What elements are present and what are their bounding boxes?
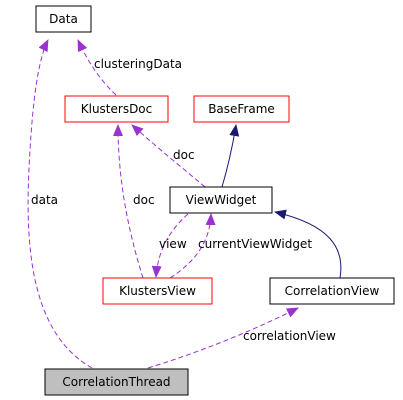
edge-viewwidget-klustersdoc: [131, 124, 206, 188]
edge-label-correlationview: correlationView: [243, 329, 336, 343]
edge-label-doc-viewwidget: doc: [173, 148, 195, 162]
node-klustersdoc[interactable]: KlustersDoc: [64, 95, 169, 123]
node-label-correlationview: CorrelationView: [285, 284, 380, 298]
edge-klustersview-klustersdoc: [113, 124, 144, 279]
node-label-viewwidget: ViewWidget: [186, 193, 257, 207]
edge-viewwidget-klustersview: [151, 213, 189, 278]
edge-label-currentviewwidget: currentViewWidget: [198, 237, 312, 251]
edge-label-view: view: [159, 237, 187, 251]
edge-correlationthread-correlationview: [147, 307, 299, 369]
edge-label-doc-klustersview: doc: [133, 193, 155, 207]
edge-correlationthread-data: [27, 39, 93, 369]
edge-klustersdoc-data: [77, 39, 117, 96]
edge-label-data: data: [31, 193, 58, 207]
node-label-data: Data: [49, 12, 78, 26]
edge-label-clusteringdata: clusteringData: [94, 57, 182, 71]
edge-viewwidget-baseframe: [221, 124, 240, 188]
node-baseframe[interactable]: BaseFrame: [193, 95, 290, 123]
node-klustersview[interactable]: KlustersView: [102, 277, 213, 305]
node-label-klustersdoc: KlustersDoc: [81, 102, 153, 116]
node-data[interactable]: Data: [35, 5, 92, 33]
node-correlationview[interactable]: CorrelationView: [269, 277, 395, 305]
node-label-baseframe: BaseFrame: [208, 102, 275, 116]
node-viewwidget[interactable]: ViewWidget: [169, 186, 273, 214]
node-label-correlationthread: CorrelationThread: [62, 375, 170, 389]
edge-correlationview-viewwidget: [274, 209, 342, 279]
edge-klustersview-viewwidget: [169, 213, 216, 279]
node-label-klustersview: KlustersView: [119, 284, 196, 298]
node-correlationthread[interactable]: CorrelationThread: [44, 368, 189, 396]
